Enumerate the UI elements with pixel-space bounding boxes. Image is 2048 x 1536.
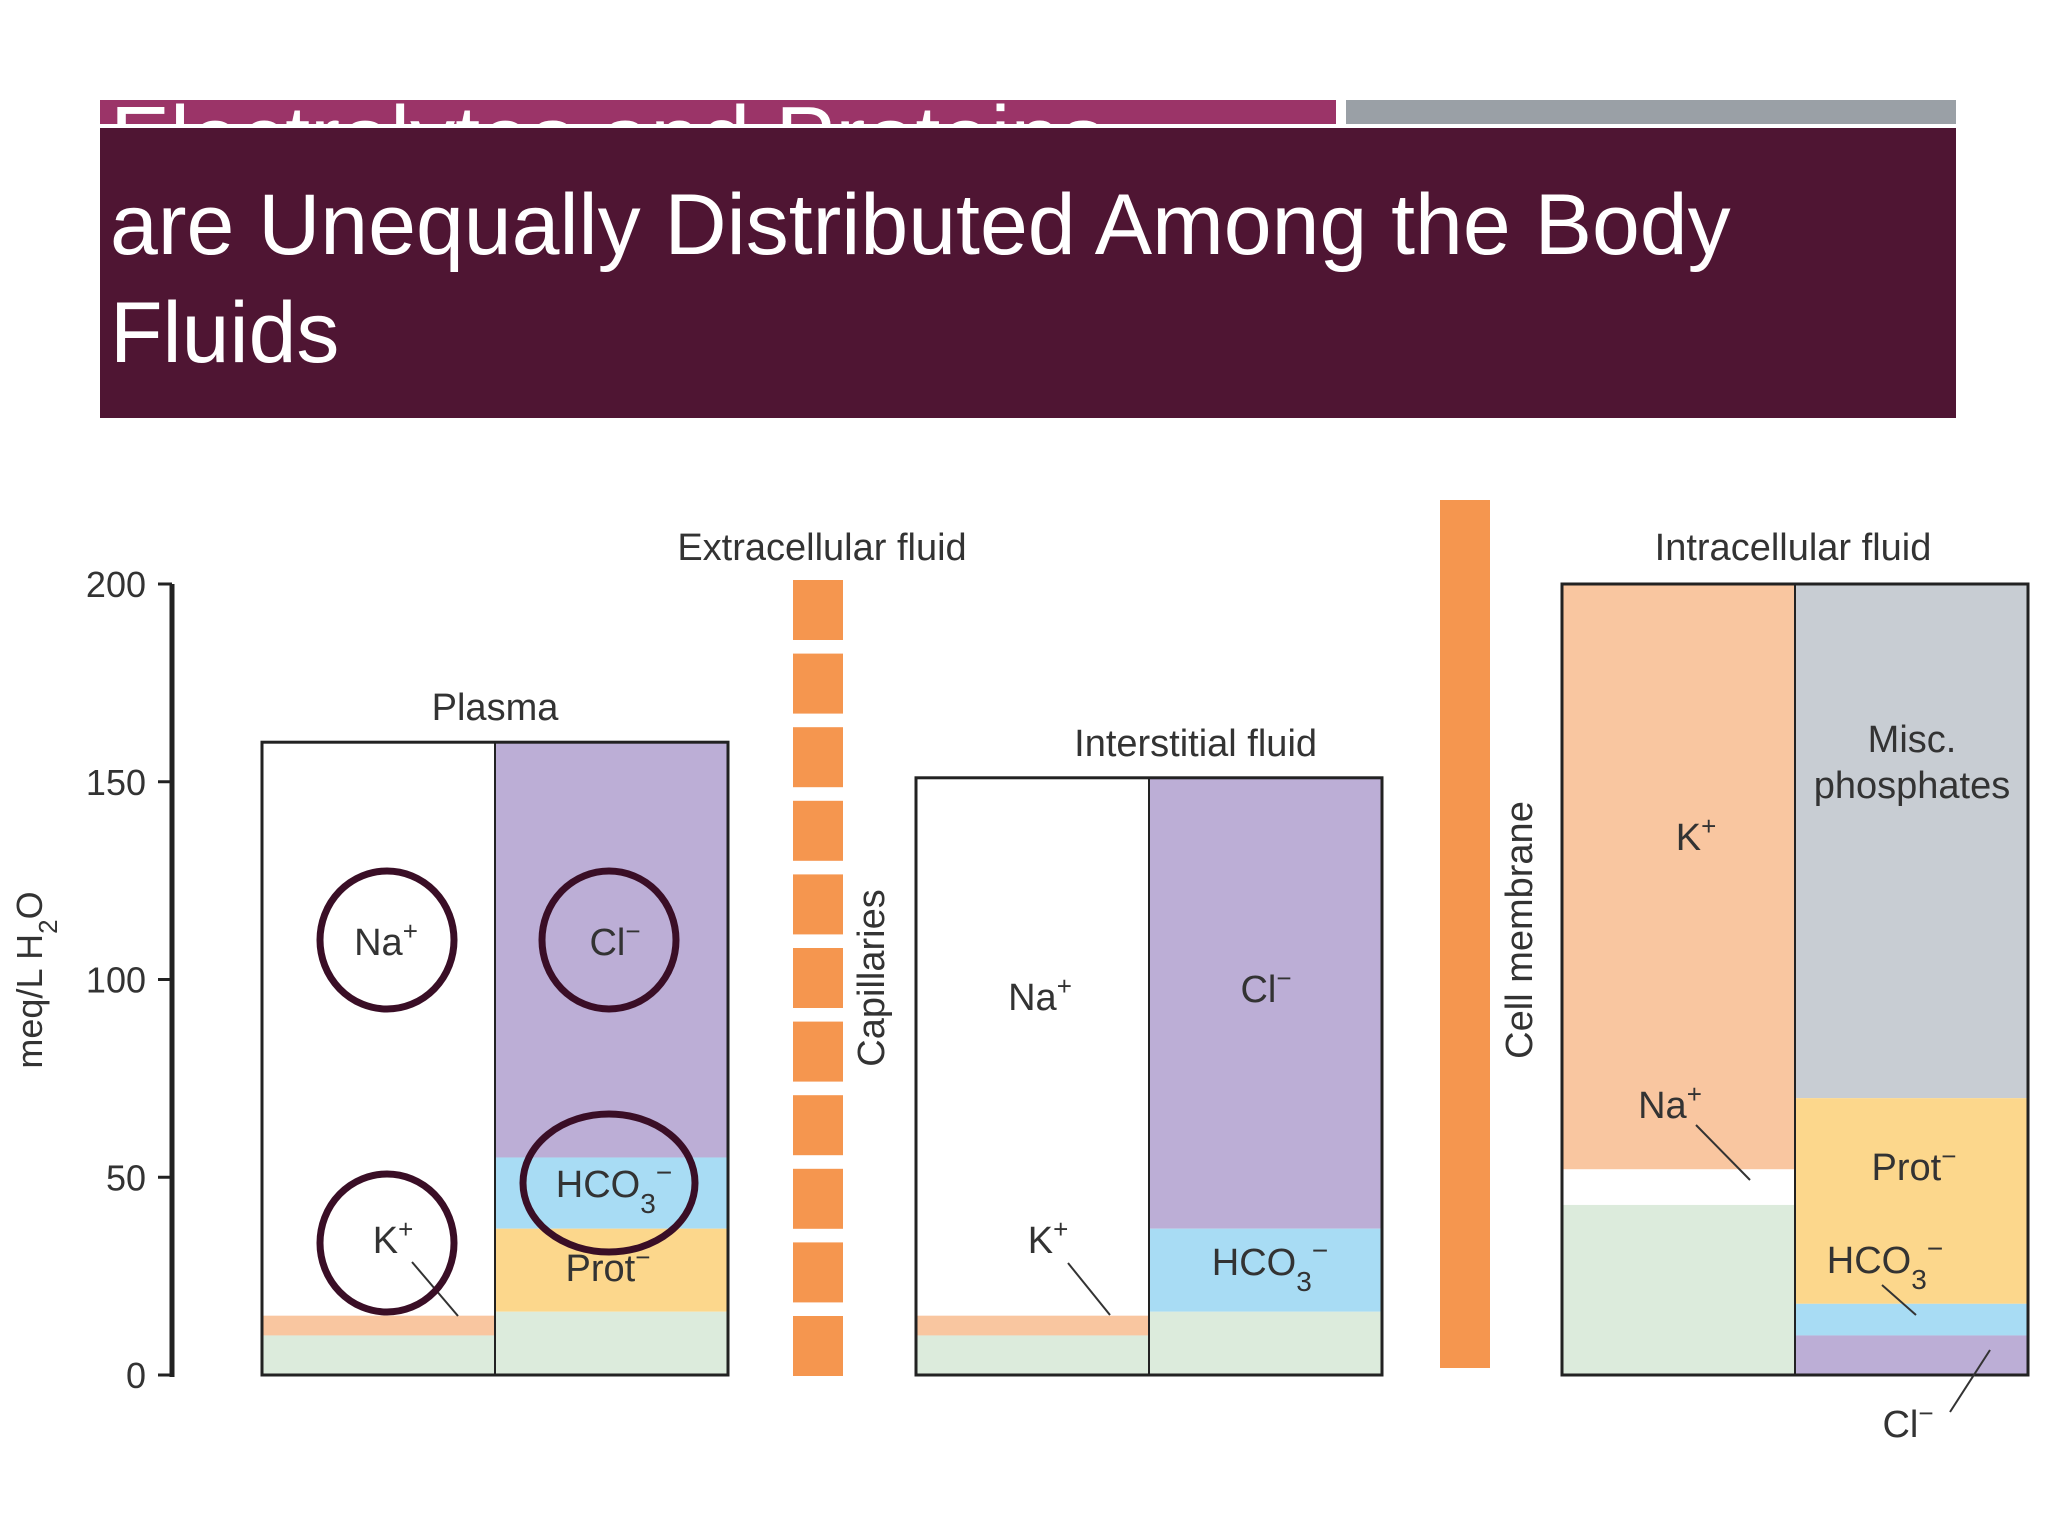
y-tick-label: 50 — [106, 1157, 146, 1198]
intracellular-header: Intracellular fluid — [1655, 527, 1932, 569]
interstitial-fluid-anion-cl-segment — [1149, 777, 1382, 1229]
intracellular-prot-label: Prot− — [1872, 1141, 1957, 1189]
plasma-anion-prot-segment — [495, 1228, 728, 1312]
interstitial-fluid-anion-other-segment — [1149, 1311, 1382, 1375]
intracellular-misc-label-1: Misc. — [1868, 719, 1957, 761]
plasma-label: Plasma — [432, 687, 560, 729]
title-banner — [100, 128, 1956, 418]
extracellular-header: Extracellular fluid — [677, 527, 966, 569]
interstitial-fluid-cation-na-segment — [916, 777, 1149, 1316]
highlight-ring-plasma-k — [316, 1170, 458, 1316]
plasma-anion-cl-segment — [495, 742, 728, 1158]
y-tick-label: 0 — [126, 1355, 146, 1396]
interstitial-fluid-label: Interstitial fluid — [1074, 723, 1317, 765]
plasma-cation-na-segment — [262, 742, 495, 1316]
capillary-wall-segment — [793, 1242, 843, 1303]
intracellular-fluid-anion-hco3-segment — [1795, 1303, 2028, 1336]
interstitial-fluid-cation-other-segment — [916, 1335, 1149, 1375]
intracellular-cl-leader — [1949, 1349, 1991, 1413]
interstitial-k-label: K+ — [1028, 1214, 1069, 1262]
capillary-wall-segment — [793, 1095, 843, 1156]
slide-title-line-2: are Unequally Distributed Among the Body — [110, 177, 1731, 273]
intracellular-fluid-anion-prot-segment — [1795, 1098, 2028, 1304]
intracellular-hco3-leader — [1881, 1284, 1917, 1316]
interstitial-k-leader — [1067, 1262, 1111, 1316]
highlight-ring-plasma-na — [316, 867, 458, 1013]
plasma-cl-label: Cl− — [589, 916, 640, 964]
capillary-wall-segment — [793, 580, 843, 640]
intracellular-fluid-anion-cl-segment — [1795, 1335, 2028, 1375]
capillary-wall-segment — [793, 727, 843, 788]
y-axis-label: meq/L H2O — [9, 891, 63, 1068]
plasma-cation-k-segment — [262, 1315, 495, 1336]
capillary-wall-segment — [793, 653, 843, 714]
intracellular-cl-label: Cl− — [1882, 1398, 1933, 1446]
cell-membrane-bar — [1440, 500, 1490, 1368]
slide-title-line-1: Electrolytes and Proteins — [110, 72, 1210, 124]
intracellular-fluid-anion-miscphosphates-segment — [1795, 584, 2028, 1099]
cell-membrane-label: Cell membrane — [1499, 801, 1541, 1059]
highlight-ring-plasma-cl — [538, 867, 680, 1013]
y-tick-label: 150 — [86, 762, 146, 803]
intracellular-fluid-cation-na-segment — [1562, 1169, 1795, 1205]
capillary-wall-segment — [793, 874, 843, 935]
capillary-wall-segment — [793, 1021, 843, 1082]
intracellular-misc-label-2: phosphates — [1814, 765, 2011, 807]
interstitial-fluid-anion-hco3-segment — [1149, 1228, 1382, 1312]
capillary-wall-segment — [793, 1168, 843, 1229]
y-tick-label: 200 — [86, 564, 146, 605]
capillary-wall-segment — [793, 1316, 843, 1376]
intracellular-fluid-cation-other-segment — [1562, 1204, 1795, 1375]
capillary-wall-segment — [793, 948, 843, 1008]
title-accent-bar — [100, 100, 1336, 124]
capillaries-label: Capillaries — [851, 889, 893, 1066]
plasma-anion-other-segment — [495, 1311, 728, 1375]
title-accent-bar-gray — [1346, 100, 1956, 124]
plasma-cation-other-segment — [262, 1335, 495, 1375]
intracellular-fluid-cation-k-segment — [1562, 584, 1795, 1170]
highlight-ring-plasma-hco3 — [519, 1110, 699, 1256]
slide-title-line-3: Fluids — [110, 285, 340, 381]
capillary-wall-segment — [793, 800, 843, 861]
intracellular-na-leader — [1695, 1124, 1751, 1181]
y-tick-label: 100 — [86, 960, 146, 1001]
intracellular-k-label: K+ — [1676, 811, 1717, 859]
interstitial-fluid-cation-k-segment — [916, 1315, 1149, 1336]
interstitial-cl-label: Cl− — [1240, 963, 1291, 1011]
